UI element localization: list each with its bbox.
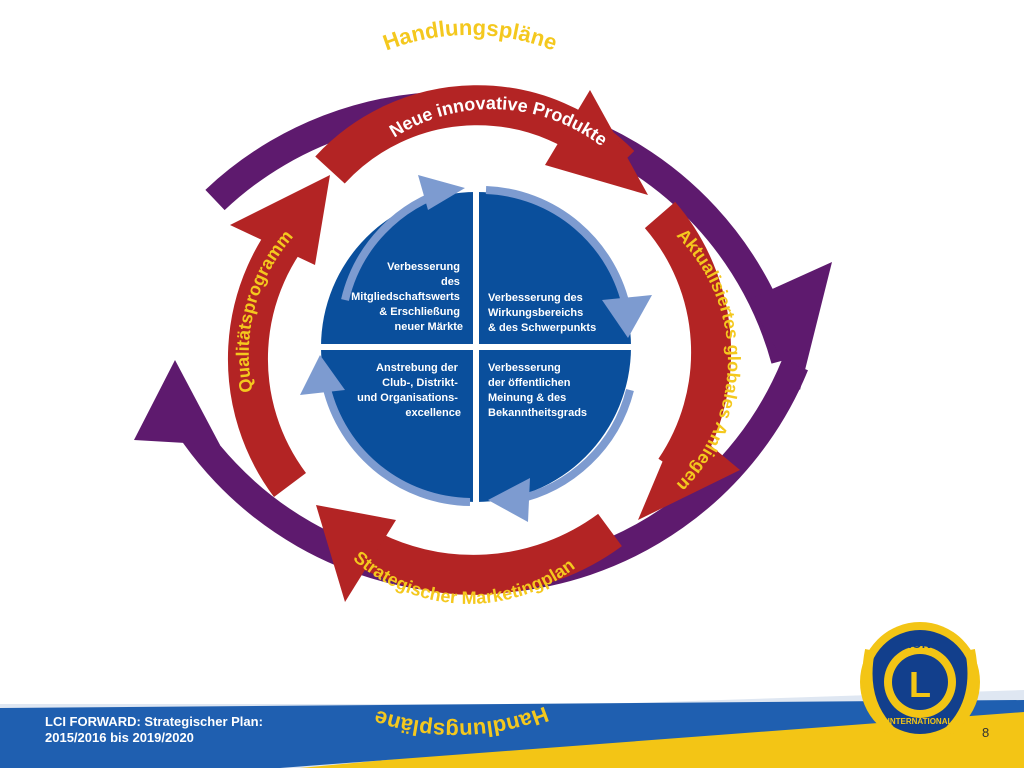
red-arrow-top-head (545, 90, 648, 195)
logo-bottom-text: INTERNATIONAL (888, 717, 953, 726)
footer-blue-band (0, 700, 1024, 768)
quadrant-bottom-right: Verbesserung der öffentlichen Meinung & … (488, 362, 587, 419)
red-arrow-left-head (230, 175, 330, 265)
red-arrow-right-head (638, 420, 740, 520)
page-number: 8 (982, 725, 990, 740)
footer-title: LCI FORWARD: Strategischer Plan: 2015/20… (45, 714, 375, 746)
inner-arrow-left (321, 379, 471, 506)
quadrant-bottom-left: Anstrebung der Club-, Distrikt- und Orga… (357, 362, 461, 419)
outer-label-top: Handlungspläne (380, 15, 561, 56)
logo-letter: L (909, 664, 931, 705)
center-circle: Verbesserung des Mitgliedschaftswerts & … (300, 175, 652, 522)
quadrant-top-left: Verbesserung des Mitgliedschaftswerts & … (351, 261, 463, 333)
logo-top-text: LIONS (900, 636, 940, 651)
lions-logo: LIONS L INTERNATIONAL (860, 622, 980, 742)
outer-arrow-left-head (134, 360, 220, 445)
inner-arrow-bottom (514, 389, 634, 504)
footer-title-line1: LCI FORWARD: Strategischer Plan: (45, 714, 263, 729)
red-arrow-bottom-head (316, 505, 396, 602)
inner-arrow-right (485, 186, 631, 311)
red-arrow-bottom (350, 513, 622, 595)
quadrant-top-right: Verbesserung des Wirkungsbereichs & des … (488, 292, 596, 334)
footer-bands (0, 690, 1024, 768)
outer-arrow-right-head (748, 262, 832, 390)
footer-title-line2: 2015/2016 bis 2019/2020 (45, 730, 194, 745)
